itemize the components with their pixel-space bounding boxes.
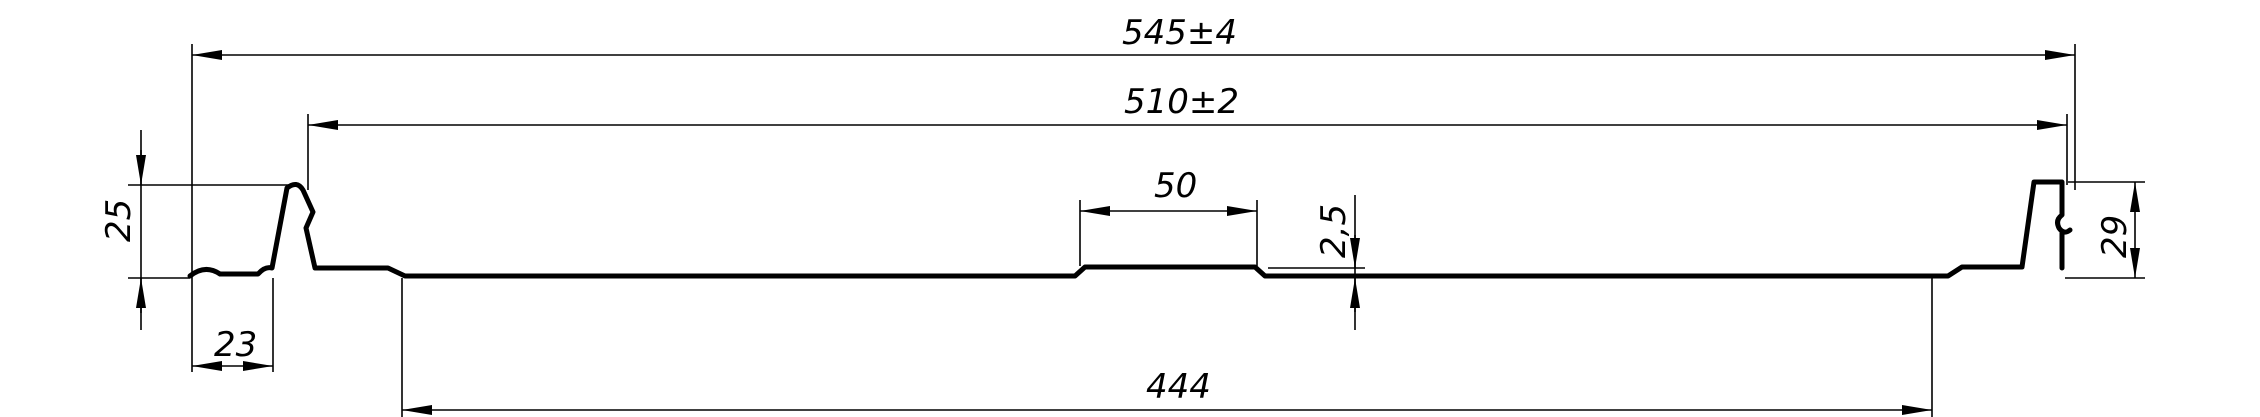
label-rib-height: 2,5: [1314, 204, 1354, 258]
label-overall-width: 545±4: [1122, 13, 1237, 53]
label-rib-top-width: 50: [1154, 166, 1197, 206]
panel-profile: [187, 179, 2073, 279]
label-flat-span: 444: [1146, 367, 1211, 407]
svg-text:545±4: 545±4: [1122, 13, 1237, 53]
label-right-edge-height: 29: [2095, 215, 2135, 258]
label-pitch-width: 510±2: [1124, 82, 1239, 122]
label-left-edge-height: 25: [99, 199, 139, 242]
label-left-edge-width: 23: [214, 325, 257, 365]
svg-text:510±2: 510±2: [1124, 82, 1239, 122]
